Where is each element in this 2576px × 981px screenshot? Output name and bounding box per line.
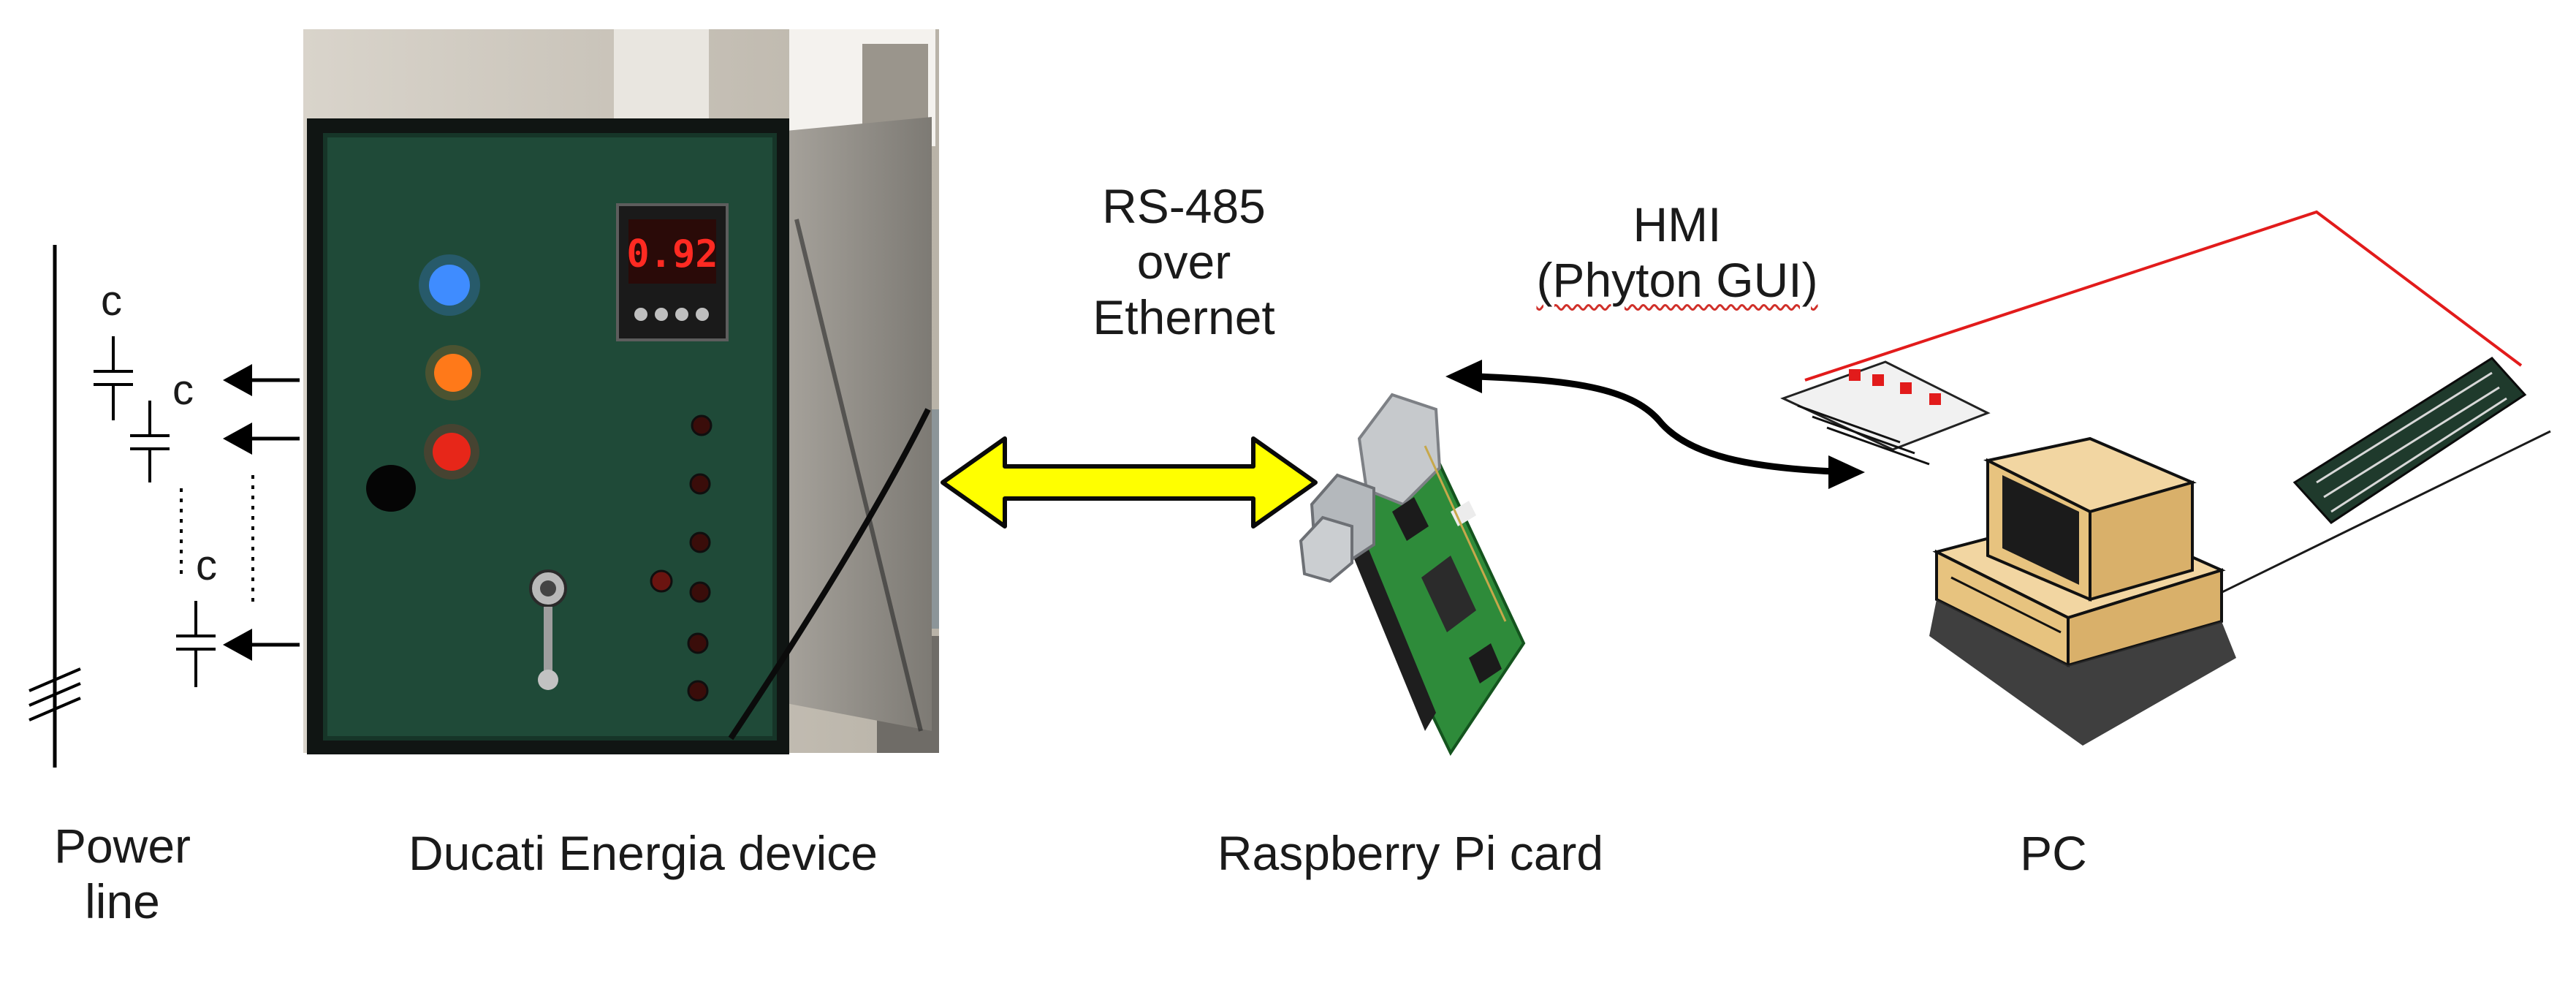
orange-led — [434, 354, 472, 392]
power-line-label-line-1: Power — [53, 819, 191, 873]
rs485-bidirectional-arrow — [941, 436, 1318, 529]
capacitor-label: c — [101, 277, 122, 325]
power-line-label-line-2: line — [85, 874, 160, 928]
capacitor-symbol — [94, 336, 133, 420]
power-factor-meter: 0.92 — [616, 203, 729, 341]
power-line-label: Power line — [22, 819, 223, 930]
rs485-label-line-3: Ethernet — [1093, 289, 1275, 344]
pc-illustration — [1780, 210, 2551, 746]
device-cable — [728, 408, 931, 741]
cable-gland — [366, 465, 416, 512]
control-arrow — [223, 629, 300, 661]
indicator-leds — [419, 254, 481, 480]
capacitor-symbol — [176, 601, 216, 687]
rs485-label-line-1: RS-485 — [1102, 179, 1266, 233]
raspberry-pi-label: Raspberry Pi card — [1217, 826, 1604, 880]
ducati-device-photo: 0.92 — [303, 29, 939, 754]
capacitor-label: c — [172, 366, 194, 414]
three-phase-marker — [29, 667, 81, 721]
hmi-arrowhead-left — [1445, 360, 1482, 393]
blue-led — [429, 265, 470, 306]
hmi-label-line-2: (Phyton GUI) — [1536, 252, 1818, 307]
meter-reading: 0.92 — [626, 232, 718, 276]
control-arrow — [223, 364, 300, 396]
power-line-schematic — [29, 245, 300, 768]
network-trace — [1804, 210, 2523, 382]
key-switch — [529, 569, 567, 690]
raspberry-pi-board — [1299, 393, 1526, 757]
rs485-label-line-2: over — [1136, 234, 1231, 289]
pc-label: PC — [2020, 826, 2087, 880]
ducati-device-label: Ducati Energia device — [408, 826, 878, 880]
hmi-label-line-1: HMI — [1633, 197, 1722, 251]
control-arrow — [223, 423, 300, 455]
hmi-label: HMI (Phyton GUI) — [1520, 197, 1834, 308]
status-lamps — [650, 414, 713, 702]
capacitor-symbol — [130, 401, 170, 482]
hmi-cable — [1475, 373, 1835, 475]
rs485-label: RS-485 over Ethernet — [1052, 179, 1315, 346]
capacitor-label: c — [196, 542, 217, 589]
red-led — [433, 433, 471, 471]
hmi-arrowhead-right — [1828, 455, 1865, 489]
